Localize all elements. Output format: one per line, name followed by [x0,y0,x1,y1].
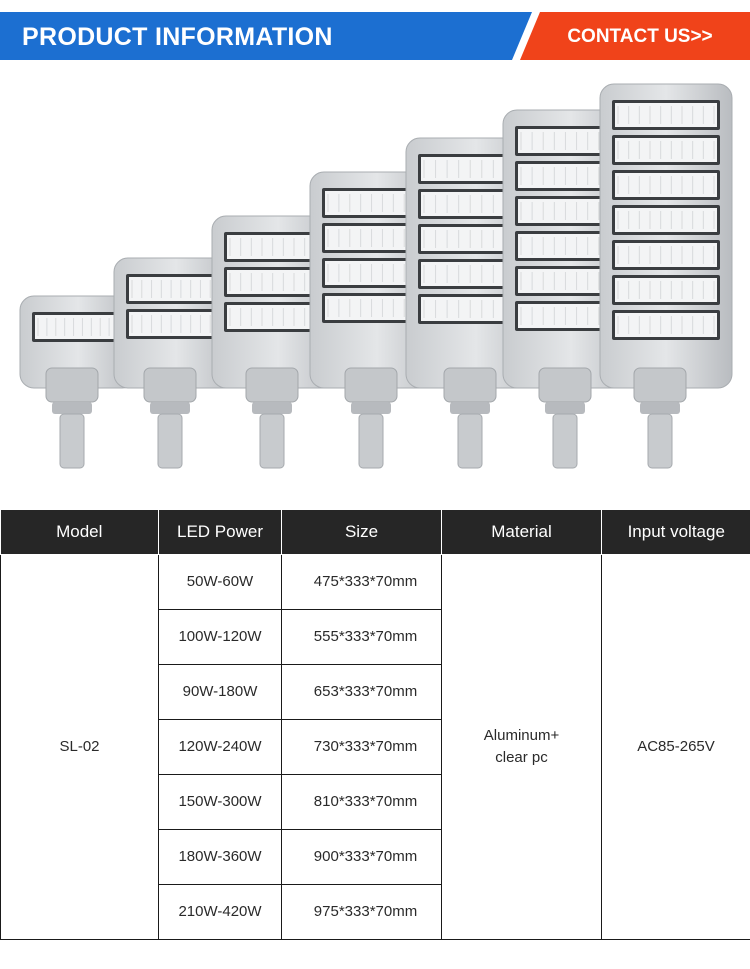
lamp-bracket [538,367,592,403]
lamp-bracket [633,367,687,403]
led-module-lens [615,243,717,267]
power-cell: 150W-300W [158,773,282,830]
led-module-lens [615,313,717,337]
table-row: 90W-180W 653*333*70mm [1,663,750,720]
power-cell: 180W-360W [158,828,282,885]
lamp-clamp [640,402,680,414]
lamp-bracket [344,367,398,403]
size-cell: 810*333*70mm [281,773,442,830]
table-row: 210W-420W 975*333*70mm [1,883,750,941]
lamp-pole-stub [157,413,183,469]
header-banner: PRODUCT INFORMATION CONTACT US>> [0,0,750,68]
lamp-bracket [245,367,299,403]
lamp-pole-stub [552,413,578,469]
led-module-lens [129,277,223,301]
table-row: SL-02 50W-60W 475*333*70mm Aluminum+ cle… [0,553,750,940]
size-cell: 475*333*70mm [281,553,442,610]
size-cell: 555*333*70mm [281,608,442,665]
table-header-row: Model LED Power Size Material Input volt… [0,510,750,555]
banner-background [0,0,750,68]
spec-table: Model LED Power Size Material Input volt… [0,510,750,941]
lamp-pole-stub [259,413,285,469]
led-module-lens [615,278,717,302]
table-row: 150W-300W 810*333*70mm [1,773,750,830]
material-line: Aluminum+ [483,726,560,744]
lamp-bracket [143,367,197,403]
lamp-pole-stub [457,413,483,469]
power-cell: 50W-60W [158,553,282,610]
page-title: PRODUCT INFORMATION [22,23,333,51]
street-light-lamps-icon [19,83,733,469]
lamp-clamp [450,402,490,414]
lamp-pole-stub [358,413,384,469]
lamp-bracket [443,367,497,403]
led-module-lens [615,173,717,197]
header-model: Model [0,510,159,555]
size-cell: 900*333*70mm [281,828,442,885]
lamp-clamp [52,402,92,414]
header-input-voltage: Input voltage [601,510,750,555]
lamp-clamp [150,402,190,414]
size-cell: 975*333*70mm [281,883,442,941]
lamp-clamp [252,402,292,414]
size-cell: 653*333*70mm [281,663,442,720]
size-cell: 730*333*70mm [281,718,442,775]
lamp-pole-stub [59,413,85,469]
header-size: Size [281,510,442,555]
material-line: clear pc [495,748,548,766]
model-cell: SL-02 [0,553,159,940]
input-voltage-cell: AC85-265V [601,553,750,940]
table-row: 100W-120W 555*333*70mm [1,608,750,665]
led-module-lens [615,208,717,232]
lamp-pole-stub [647,413,673,469]
material-cell: Aluminum+ clear pc [441,553,602,940]
power-cell: 100W-120W [158,608,282,665]
led-module-lens [129,312,223,336]
header-led-power: LED Power [158,510,282,555]
led-module-lens [615,103,717,127]
lamp-bracket [45,367,99,403]
power-cell: 120W-240W [158,718,282,775]
led-module-lens [615,138,717,162]
table-row: 180W-360W 900*333*70mm [1,828,750,885]
led-module-lens [35,315,121,339]
power-cell: 90W-180W [158,663,282,720]
power-cell: 210W-420W [158,883,282,941]
lamp-clamp [351,402,391,414]
lamp-clamp [545,402,585,414]
header-material: Material [441,510,602,555]
contact-us-button[interactable]: CONTACT US>> [567,26,713,47]
table-row: 120W-240W 730*333*70mm [1,718,750,775]
